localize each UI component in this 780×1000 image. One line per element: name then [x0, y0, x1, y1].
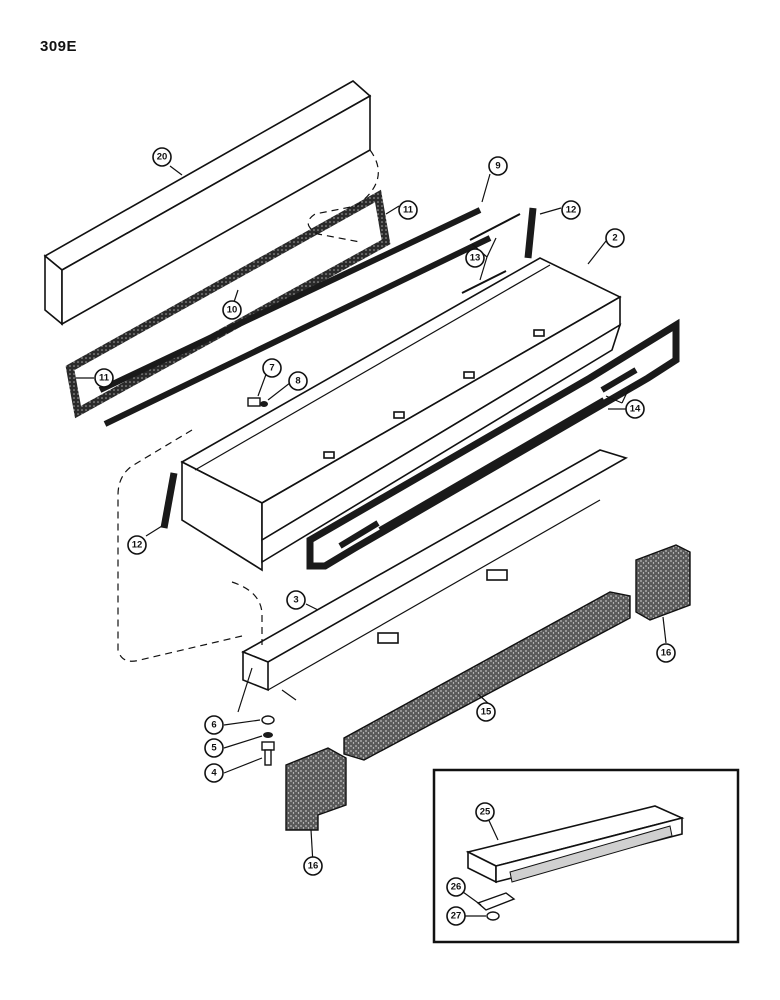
callout-14: 14 [625, 399, 645, 419]
callout-10: 10 [222, 300, 242, 320]
callout-11-top: 11 [398, 200, 418, 220]
svg-text:10: 10 [227, 305, 238, 316]
gasket-frame-part-11 [65, 189, 391, 419]
callout-25: 25 [475, 802, 495, 822]
svg-text:14: 14 [630, 404, 641, 415]
seal-strip-part-9 [98, 207, 492, 427]
svg-text:9: 9 [495, 161, 500, 172]
side-gasket-part-14 [306, 318, 680, 570]
foam-block-part-16-left [285, 747, 347, 831]
dashed-guide-lower [231, 581, 263, 645]
dashed-guide-left [117, 429, 243, 662]
svg-text:11: 11 [99, 373, 110, 384]
filter-panel-part-20 [43, 80, 372, 326]
svg-text:25: 25 [480, 807, 491, 818]
callout-5: 5 [204, 738, 224, 758]
vertical-strip-part-12-top [524, 207, 537, 259]
callout-11-left: 11 [94, 368, 114, 388]
callout-9: 9 [488, 156, 508, 176]
callout-2: 2 [605, 228, 625, 248]
dashed-guide-top [307, 149, 379, 243]
svg-text:20: 20 [157, 152, 168, 163]
svg-text:2: 2 [612, 233, 617, 244]
svg-text:15: 15 [481, 707, 492, 718]
wing-nut-part-27 [486, 911, 500, 921]
svg-text:6: 6 [211, 720, 216, 731]
callout-12-top: 12 [561, 200, 581, 220]
svg-text:8: 8 [295, 376, 300, 387]
housing-part-2 [180, 257, 622, 572]
hardware-parts [247, 397, 275, 766]
strip-part-13 [461, 213, 521, 294]
leader-lines [76, 165, 667, 917]
page-label: 309E [40, 38, 78, 55]
foam-block-part-16-right [635, 544, 691, 621]
svg-text:5: 5 [211, 743, 217, 754]
svg-text:13: 13 [470, 253, 481, 264]
foam-bar-part-15 [343, 591, 631, 761]
callout-3: 3 [286, 590, 306, 610]
callout-27: 27 [446, 906, 466, 926]
callout-20: 20 [152, 147, 172, 167]
tray-part-25 [465, 805, 685, 884]
svg-text:7: 7 [269, 363, 274, 374]
callout-4: 4 [204, 763, 224, 783]
svg-text:12: 12 [566, 205, 577, 216]
svg-text:3: 3 [293, 595, 298, 606]
svg-text:4: 4 [211, 768, 217, 779]
vertical-strip-part-12-bottom [160, 472, 178, 529]
svg-text:11: 11 [403, 205, 414, 216]
callout-16-right: 16 [656, 643, 676, 663]
bracket-frame-part-3 [237, 449, 629, 713]
svg-text:16: 16 [661, 648, 672, 659]
callout-12-bottom: 12 [127, 535, 147, 555]
callout-26: 26 [446, 877, 466, 897]
callout-16-left: 16 [303, 856, 323, 876]
callout-8: 8 [288, 371, 308, 391]
callout-13: 13 [465, 248, 485, 268]
callout-15: 15 [476, 702, 496, 722]
inset-box [432, 768, 740, 944]
svg-text:16: 16 [308, 861, 319, 872]
callout-6: 6 [204, 715, 224, 735]
svg-text:12: 12 [132, 540, 143, 551]
callout-7: 7 [262, 358, 282, 378]
svg-text:26: 26 [451, 882, 462, 893]
svg-text:27: 27 [451, 911, 462, 922]
clip-part-26 [476, 892, 516, 911]
